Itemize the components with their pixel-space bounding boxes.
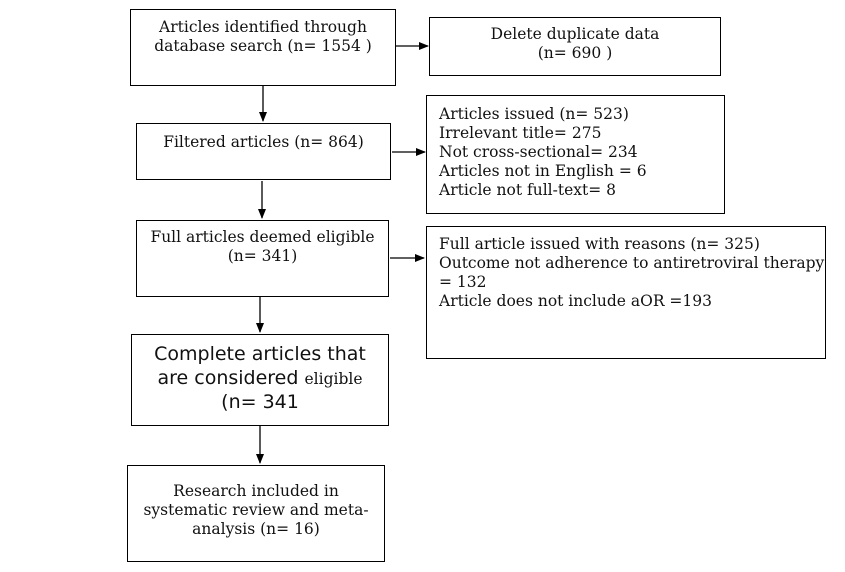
- fulltext-exclusions-line3: = 132: [439, 273, 487, 291]
- identified-line2: database search (n= 1554 ): [154, 37, 372, 55]
- full-eligible-line2: (n= 341): [227, 247, 298, 265]
- screening-exclusions-line4: Articles not in English = 6: [439, 162, 647, 180]
- screening-exclusions-line5: Article not full-text= 8: [439, 181, 617, 199]
- duplicates-line2: (n= 690 ): [537, 44, 613, 62]
- fulltext-exclusions-line2: Outcome not adherence to antiretroviral …: [439, 254, 825, 272]
- complete-eligible-line2-sans: are considered: [157, 367, 305, 389]
- duplicates-line1: Delete duplicate data: [490, 25, 660, 43]
- filtered-box: Filtered articles (n= 864): [136, 123, 391, 180]
- complete-eligible-line1: Complete articles that: [154, 343, 366, 365]
- included-line1: Research included in: [173, 482, 339, 500]
- full-eligible-box: Full articles deemed eligible (n= 341): [136, 220, 389, 297]
- complete-eligible-line3: (n= 341: [221, 391, 299, 413]
- screening-exclusions-line3: Not cross-sectional= 234: [439, 143, 638, 161]
- included-line3: analysis (n= 16): [192, 520, 320, 538]
- screening-exclusions-line1: Articles issued (n= 523): [439, 105, 629, 123]
- full-eligible-line1: Full articles deemed eligible: [150, 228, 375, 246]
- screening-exclusions-line2: Irrelevant title= 275: [439, 124, 602, 142]
- identified-box: Articles identified through database sea…: [130, 9, 396, 86]
- identified-line1: Articles identified through: [159, 18, 367, 36]
- filtered-line1: Filtered articles (n= 864): [163, 133, 364, 151]
- complete-eligible-line2-serif: eligible: [304, 370, 363, 388]
- fulltext-exclusions-line1: Full article issued with reasons (n= 325…: [439, 235, 760, 253]
- duplicates-box: Delete duplicate data (n= 690 ): [429, 17, 721, 76]
- included-line2: systematic review and meta-: [143, 501, 369, 519]
- fulltext-exclusions-box: Full article issued with reasons (n= 325…: [426, 226, 826, 359]
- screening-exclusions-box: Articles issued (n= 523) Irrelevant titl…: [426, 95, 725, 214]
- complete-eligible-box: Complete articles that are considered el…: [131, 334, 389, 426]
- included-box: Research included in systematic review a…: [127, 465, 385, 562]
- fulltext-exclusions-line4: Article does not include aOR =193: [439, 292, 713, 310]
- complete-eligible-line2: are considered eligible: [132, 366, 388, 390]
